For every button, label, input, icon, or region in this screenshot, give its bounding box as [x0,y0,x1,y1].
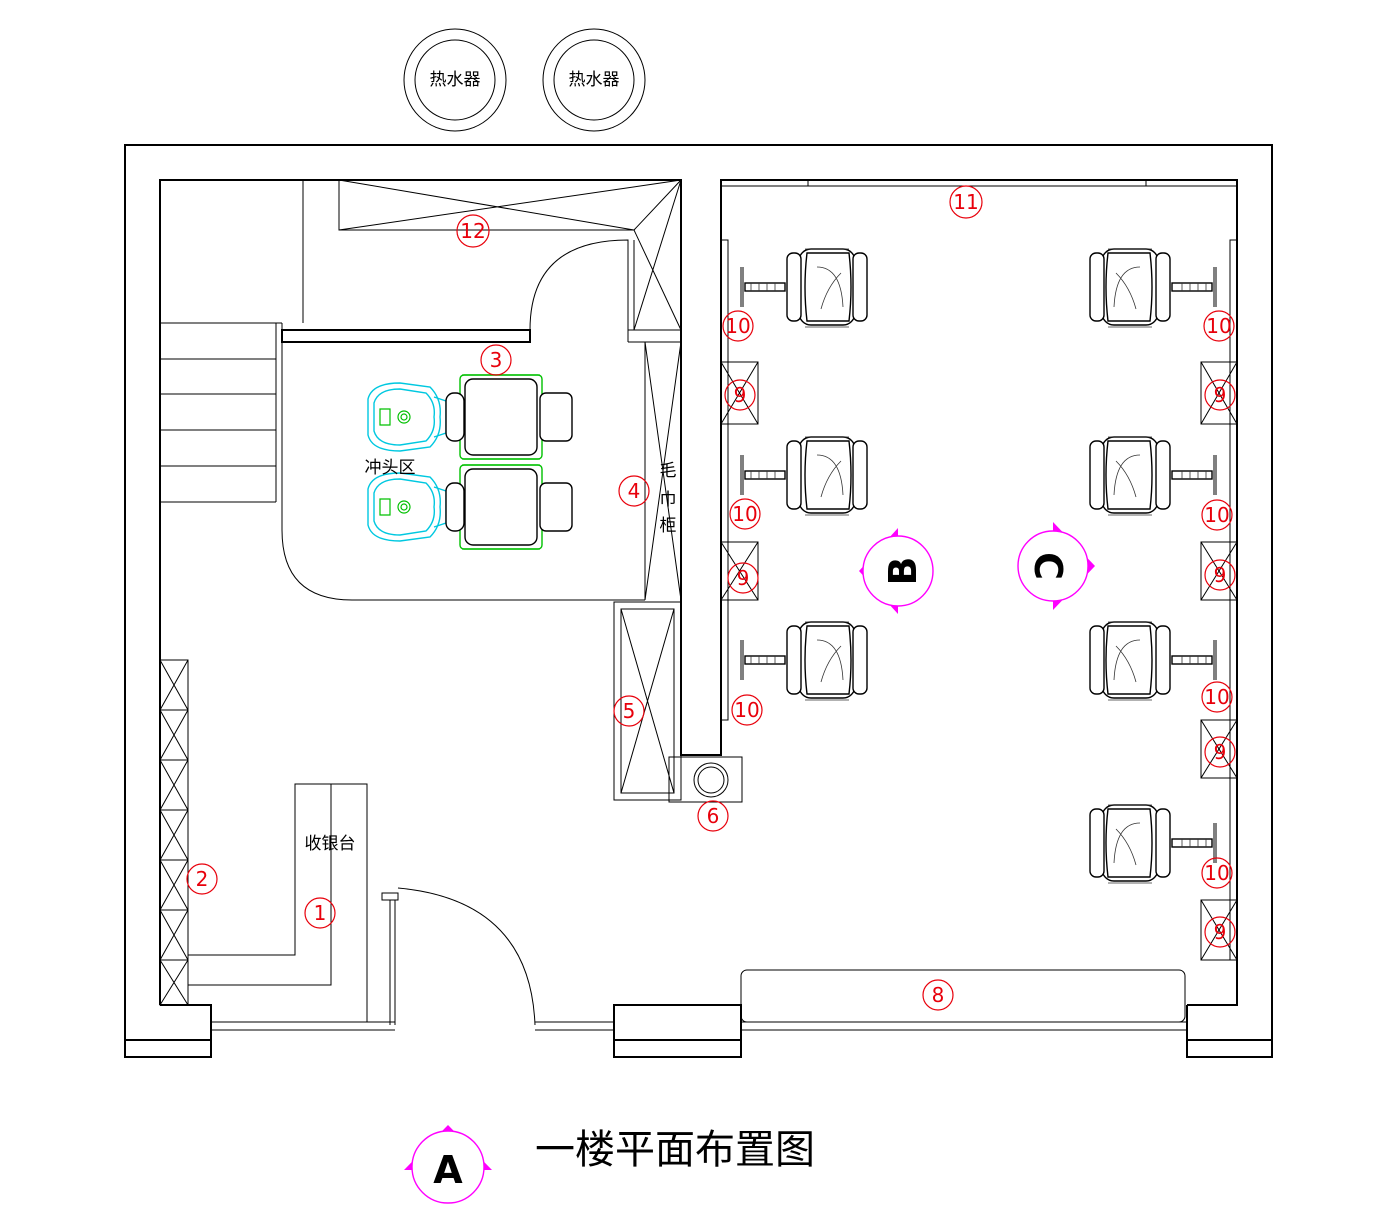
salon-chair [740,621,868,701]
entrance-door [381,887,536,1026]
svg-text:10: 10 [734,698,759,722]
svg-text:10: 10 [1206,314,1231,338]
svg-text:2: 2 [196,867,209,891]
callout-9: 9 [727,562,759,594]
wash-room [281,179,682,601]
salon-chairs [740,248,1217,884]
callout-3: 3 [480,344,512,376]
svg-text:9: 9 [1214,740,1227,764]
svg-text:10: 10 [1204,861,1229,885]
wash-units [367,374,573,550]
callout-10: 10 [729,498,761,530]
svg-text:9: 9 [1214,920,1227,944]
svg-text:10: 10 [732,502,757,526]
salon-chair [740,248,868,328]
cabinet-5 [613,601,682,801]
callout-9: 9 [1204,916,1236,948]
svg-text:1: 1 [314,901,327,925]
svg-text:4: 4 [628,479,641,503]
svg-text:10: 10 [725,314,750,338]
wash-area-label: 冲头区 [365,458,416,478]
svg-text:6: 6 [707,804,720,828]
svg-text:11: 11 [953,190,978,214]
callout-6: 6 [697,800,729,832]
svg-text:9: 9 [734,383,747,407]
callout-8: 8 [922,979,954,1011]
callout-12: 12 [456,214,490,248]
plan-title: 一楼平面布置图 [535,1127,815,1173]
svg-text:3: 3 [490,348,503,372]
callout-10: 10 [1201,681,1233,713]
view-marker-c: C [1017,522,1095,610]
towel-cabinet-label-1: 毛 [660,461,677,481]
callout-9: 9 [1204,736,1236,768]
marker-letter-b: B [881,557,925,586]
callout-10: 10 [1201,857,1233,889]
water-heater-2: 热水器 [542,28,646,132]
towel-cabinet-label-3: 柜 [660,516,677,536]
callout-9: 9 [724,379,756,411]
callout-1: 1 [304,897,336,929]
callout-5: 5 [613,695,645,727]
water-heater-1: 热水器 [403,28,507,132]
svg-text:9: 9 [737,566,750,590]
callout-10: 10 [731,694,763,726]
towel-cabinet-label-2: 巾 [660,490,677,510]
heater-label: 热水器 [569,70,620,90]
callout-9: 9 [1204,559,1236,591]
svg-text:5: 5 [623,699,636,723]
callout-11: 11 [949,185,983,219]
callout-10: 10 [1201,499,1233,531]
svg-text:10: 10 [1204,503,1229,527]
svg-text:10: 10 [1204,685,1229,709]
washer-6 [668,756,743,803]
salon-chair [1089,248,1217,328]
callout-10: 10 [1203,310,1235,342]
salon-chair [740,436,868,516]
marker-letter-c: C [1026,552,1070,580]
view-marker-a: A [404,1125,492,1204]
callout-4: 4 [618,475,650,507]
svg-text:9: 9 [1214,383,1227,407]
cashier-counter [188,783,368,1022]
view-marker-b: B [859,528,934,614]
wash-unit [367,374,573,460]
cabinet-2 [159,659,189,1006]
heater-label: 热水器 [430,70,481,90]
callout-9: 9 [1204,379,1236,411]
callout-2: 2 [186,863,218,895]
station-cabinets [720,361,1238,961]
bench-8 [740,969,1186,1023]
svg-text:9: 9 [1214,563,1227,587]
svg-text:12: 12 [460,219,485,243]
marker-letter-a: A [433,1148,463,1192]
salon-chair [1089,436,1217,516]
number-callouts: 1 2 3 4 5 6 8 9 9 9 9 9 9 10 10 10 10 10… [186,185,1236,1011]
cashier-label: 收银台 [305,834,356,854]
callout-10: 10 [722,310,754,342]
salon-chair [1089,804,1217,884]
wash-unit [367,464,573,550]
svg-text:8: 8 [932,983,945,1007]
salon-chair [1089,621,1217,701]
